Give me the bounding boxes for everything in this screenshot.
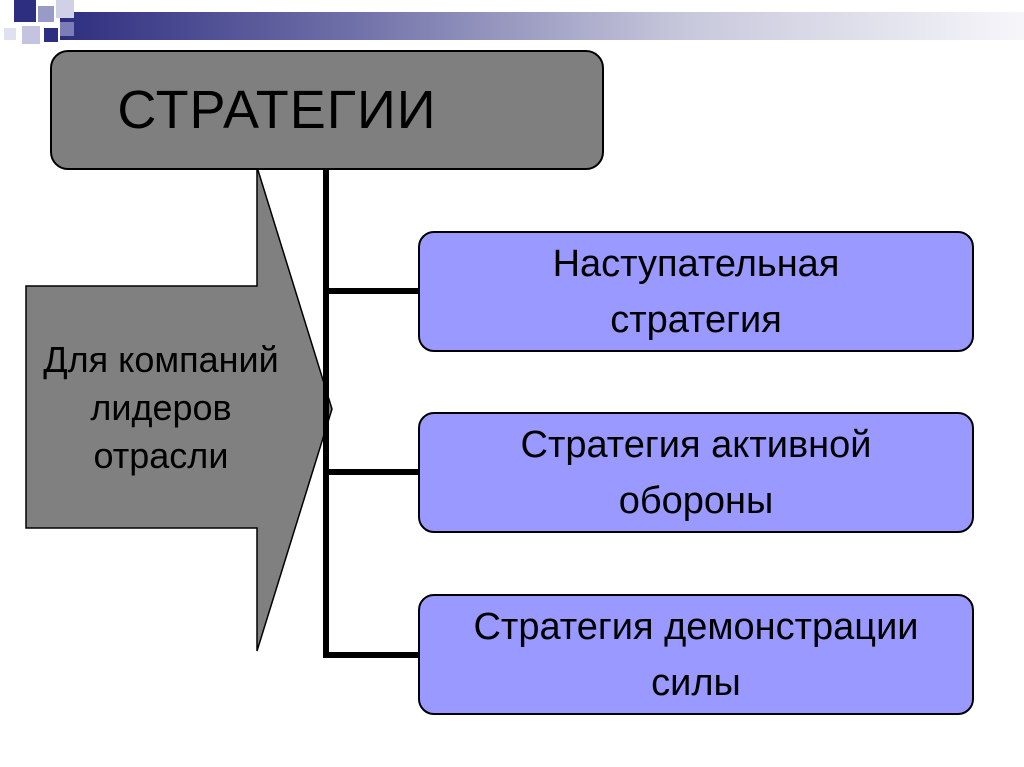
- strategy-box-line-1: Стратегия демонстрации: [473, 605, 919, 648]
- arrow-label-line-2: лидеров: [90, 387, 232, 428]
- strategy-box-offensive: Наступательная стратегия: [418, 231, 974, 352]
- header-gradient-bar: [60, 12, 1024, 40]
- strategy-box-active-defense: Стратегия активной обороны: [418, 412, 974, 533]
- arrow-label-line-3: отрасли: [93, 435, 229, 476]
- strategy-box-line-1: Наступательная: [552, 242, 840, 285]
- corner-square: [60, 22, 74, 36]
- title-text: СТРАТЕГИИ: [117, 80, 437, 140]
- corner-decoration: [0, 0, 80, 60]
- strategy-box-line-1: Стратегия активной: [520, 423, 872, 466]
- arrow-shape: [25, 166, 333, 652]
- corner-square: [56, 0, 74, 18]
- corner-square: [44, 28, 58, 42]
- arrow-label-line-1: Для компаний: [43, 339, 279, 380]
- strategy-box-line-2: обороны: [618, 479, 774, 522]
- arrow-label: Для компаний лидеров отрасли: [26, 336, 296, 480]
- strategy-box-line-2: силы: [651, 661, 741, 704]
- corner-square: [14, 0, 36, 22]
- corner-square: [38, 6, 54, 22]
- title-box: СТРАТЕГИИ: [50, 50, 604, 170]
- strategy-box-show-of-force: Стратегия демонстрации силы: [418, 594, 974, 715]
- corner-square: [22, 26, 40, 44]
- strategy-box-line-2: стратегия: [610, 298, 782, 341]
- corner-square: [4, 28, 16, 40]
